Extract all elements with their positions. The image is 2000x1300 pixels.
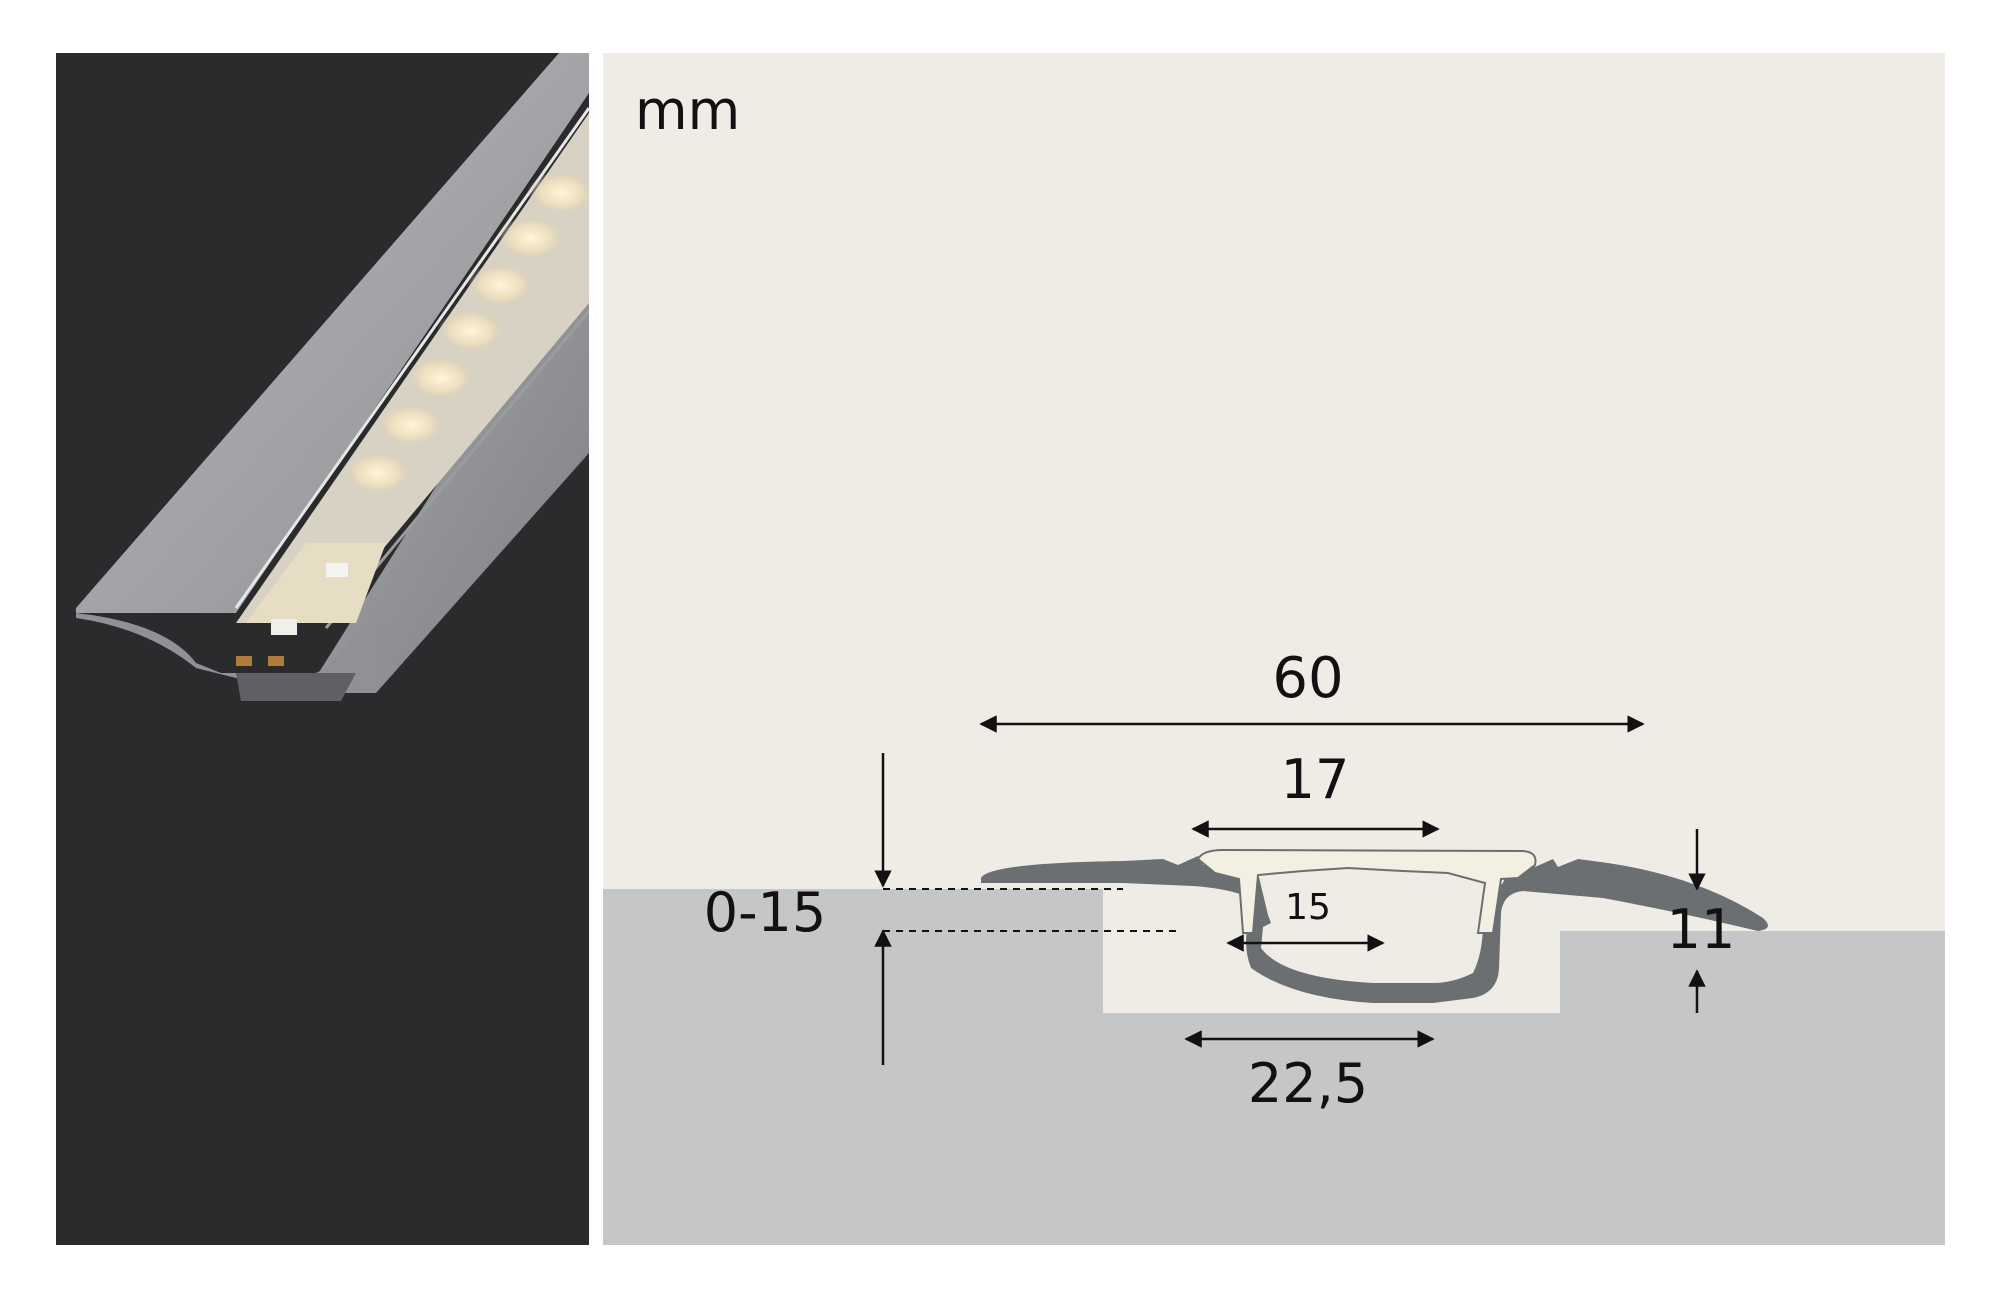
led-chip <box>326 563 348 577</box>
adjustable-depth-label: 0-15 <box>704 881 827 944</box>
solder-pad <box>268 656 284 666</box>
unit-label: mm <box>635 79 740 142</box>
cross-section-diagram: mm 60 17 15 22,5 11 0-15 <box>603 79 1945 1245</box>
led-glow <box>437 309 505 353</box>
led-profile-render <box>76 53 589 701</box>
led-glow <box>527 171 589 215</box>
floor-section <box>603 889 1945 1245</box>
led-glow <box>344 451 412 495</box>
led-chip <box>271 619 297 635</box>
overall-width-label: 60 <box>1272 646 1343 711</box>
profile-left-wing <box>76 53 589 613</box>
cover-width-label: 17 <box>1281 748 1350 811</box>
led-glow <box>377 403 445 447</box>
product-photo <box>56 53 589 1245</box>
aluminium-profile <box>981 856 1768 1003</box>
diffuser-profile <box>1196 848 1537 934</box>
led-glow <box>467 263 535 307</box>
led-strip-end <box>246 543 386 623</box>
solder-pad <box>236 656 252 666</box>
height-label: 11 <box>1667 898 1736 961</box>
base-width-label: 22,5 <box>1248 1052 1368 1115</box>
inner-width-label: 15 <box>1285 887 1331 928</box>
profile-end-channel <box>236 673 356 701</box>
led-glow <box>407 356 475 400</box>
dimension-drawing: mm 60 17 15 22,5 11 0-15 <box>603 53 1945 1245</box>
led-glow <box>497 216 565 260</box>
